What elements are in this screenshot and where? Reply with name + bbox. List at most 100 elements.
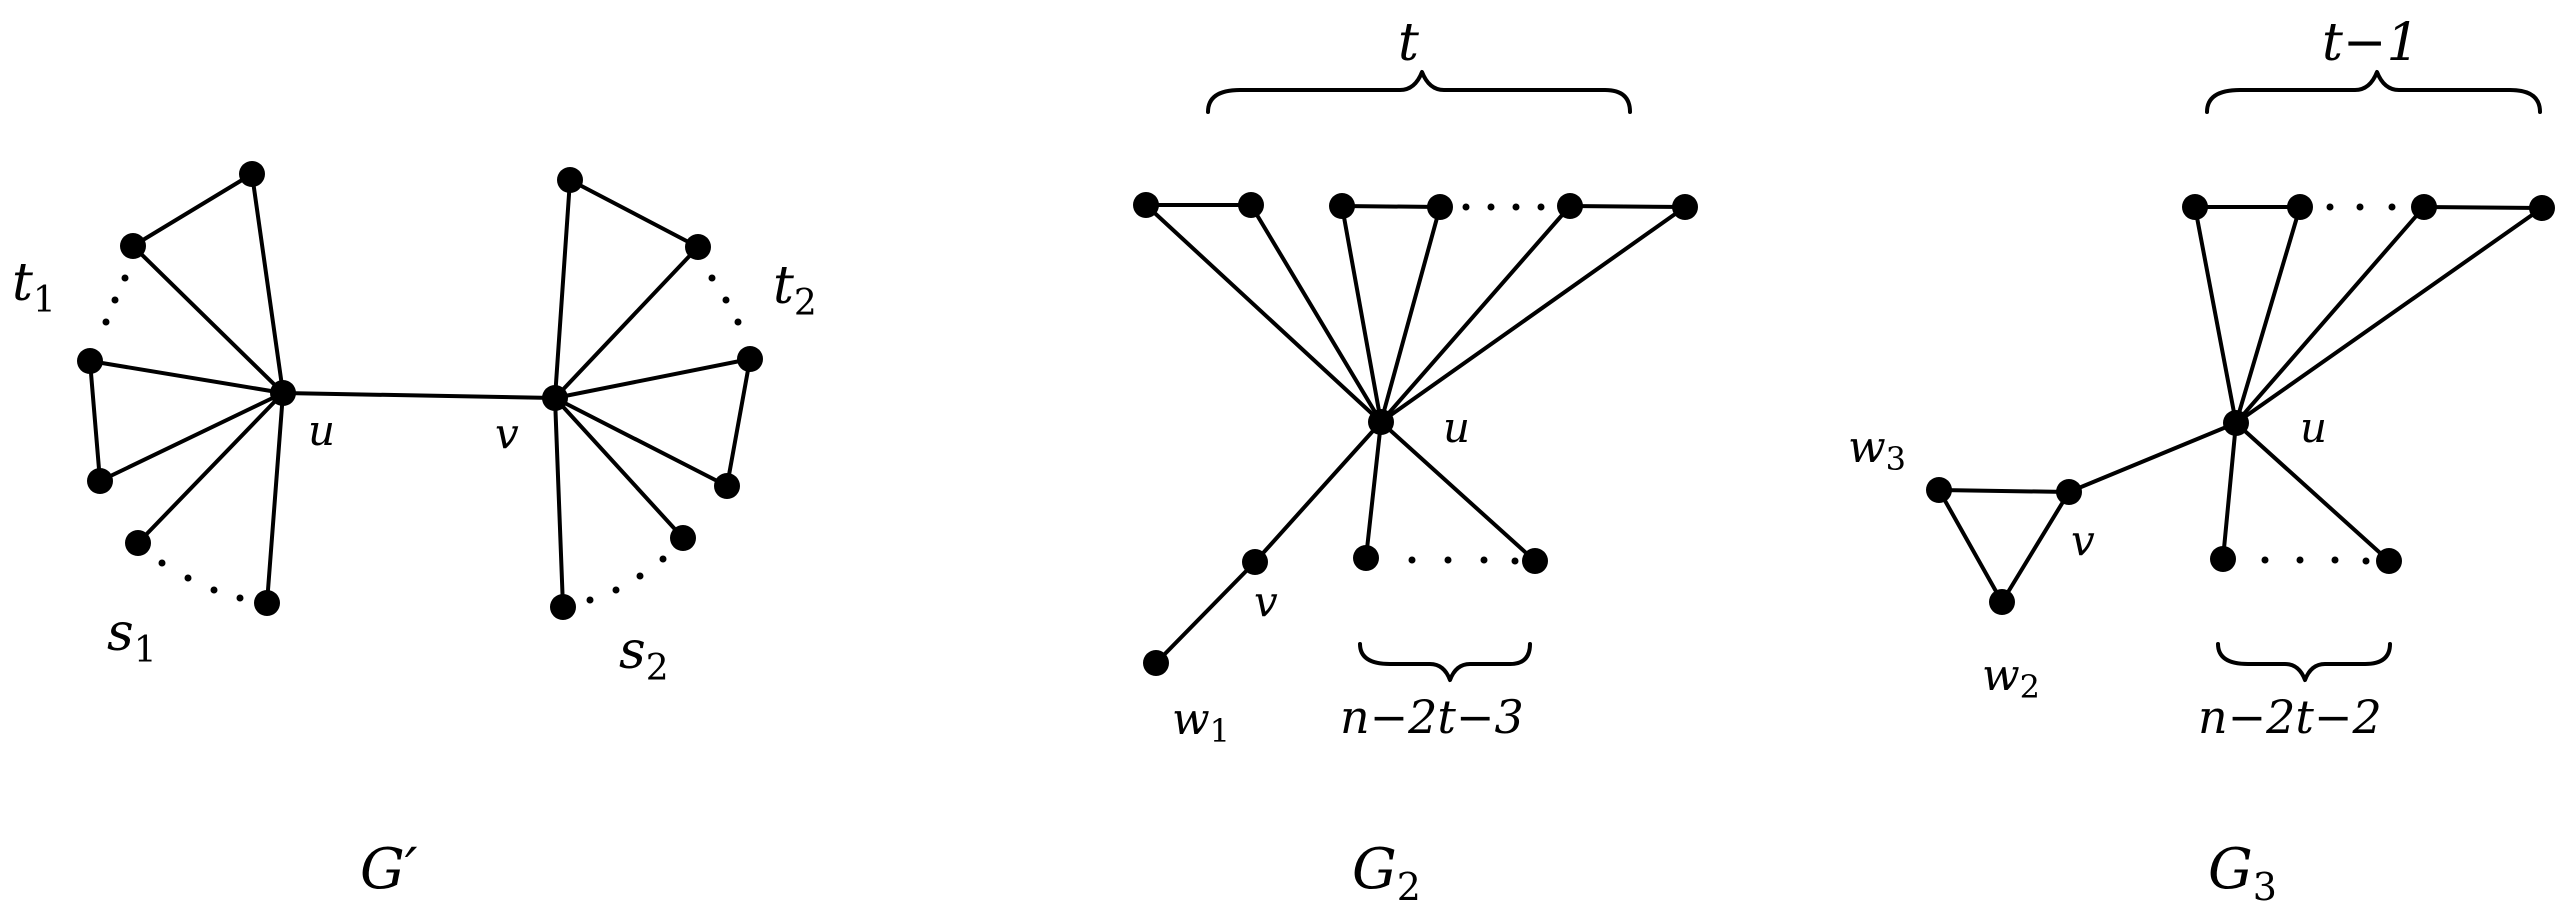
ellipsis-dot: [2356, 203, 2364, 211]
labels: u v w3 w2: [1848, 403, 2327, 706]
bottom-brace: [1358, 642, 1532, 682]
node: [1672, 194, 1698, 220]
edge-w2-v: [2000, 490, 2071, 604]
ellipsis-dot: [2331, 556, 2339, 564]
node-w3: [1926, 477, 1952, 503]
edge: [1340, 204, 1442, 209]
node: [670, 525, 696, 551]
ellipsis-dot: [210, 586, 218, 594]
node: [2529, 195, 2555, 221]
node: [2182, 194, 2208, 220]
node-v: [2056, 479, 2082, 505]
label-v: v: [495, 409, 519, 458]
edge: [553, 396, 729, 488]
node-u: [2223, 410, 2249, 436]
node: [714, 473, 740, 499]
edge: [2234, 206, 2544, 425]
nodes: [1133, 192, 1698, 676]
edge: [553, 396, 685, 540]
edge: [250, 172, 285, 395]
edge: [1379, 204, 1572, 424]
ellipsis-dot: [1444, 556, 1452, 564]
edge: [1249, 203, 1383, 424]
edge: [2234, 205, 2426, 425]
edge: [98, 391, 285, 483]
edge: [265, 391, 285, 605]
graph-g3: t−1: [1848, 13, 2555, 909]
node: [239, 161, 265, 187]
graph-g2: t: [1133, 13, 1698, 909]
label-w2: w2: [1982, 650, 2040, 706]
ellipsis-dot: [636, 572, 644, 580]
labels: u v w1: [1172, 403, 1470, 750]
edge: [2234, 421, 2391, 563]
ellipsis-dot: [734, 318, 742, 326]
edge: [131, 172, 254, 248]
caption-g2: G2: [1352, 837, 1421, 909]
ellipsis-dot: [708, 274, 716, 282]
edge-u-v: [2067, 421, 2238, 494]
top-brace-label: t−1: [2322, 13, 2420, 73]
label-v: v: [1254, 577, 1278, 626]
node-u: [1368, 409, 1394, 435]
ellipsis-dot: [111, 296, 119, 304]
ellipsis-dot: [158, 559, 166, 567]
ellipsis-dot: [722, 296, 730, 304]
ellipsis-dot: [184, 574, 192, 582]
edge: [553, 178, 572, 400]
edge: [1379, 420, 1537, 563]
edge: [1379, 205, 1687, 424]
edge: [2193, 205, 2238, 425]
label-u: u: [1443, 403, 1470, 452]
edges: [1144, 203, 1687, 665]
edge: [568, 178, 700, 249]
edge: [2234, 205, 2302, 425]
nodes: [1926, 194, 2555, 615]
ellipsis-dot: [1487, 203, 1495, 211]
ellipsis-dot: [659, 555, 667, 563]
bottom-brace-label: n−2t−2: [2198, 690, 2382, 744]
node-u: [270, 380, 296, 406]
top-brace-label: t: [1398, 13, 1419, 73]
node: [550, 594, 576, 620]
nodes: [77, 161, 763, 620]
node-v: [542, 385, 568, 411]
node: [2210, 546, 2236, 572]
node: [685, 234, 711, 260]
ellipsis-dot: [1480, 556, 1488, 564]
node: [2287, 194, 2313, 220]
node: [87, 468, 113, 494]
edge: [1379, 205, 1442, 424]
ellipsis-dot: [236, 594, 244, 602]
node: [1238, 192, 1264, 218]
ellipsis-dot: [1537, 203, 1545, 211]
edge: [2422, 205, 2544, 210]
node: [1557, 193, 1583, 219]
edge-u-v: [1253, 420, 1383, 564]
dots: [2261, 203, 2396, 565]
node: [254, 590, 280, 616]
edge: [553, 357, 752, 400]
node: [2411, 194, 2437, 220]
node: [120, 233, 146, 259]
node: [1353, 545, 1379, 571]
ellipsis-dot: [1511, 557, 1519, 565]
ellipsis-dot: [2326, 203, 2334, 211]
label-s2: s2: [619, 621, 669, 689]
edge: [553, 245, 700, 400]
graph-g-prime: u v t1 t2 s1 s2 G′: [12, 161, 817, 902]
node: [2376, 548, 2402, 574]
edge: [1364, 420, 1383, 560]
ellipsis-dot: [1512, 203, 1520, 211]
ellipsis-dot: [2362, 557, 2370, 565]
edge: [136, 391, 285, 545]
node: [1329, 193, 1355, 219]
edges: [1937, 205, 2544, 604]
node-w2: [1989, 589, 2015, 615]
edge-u-v: [281, 391, 557, 400]
edge-v-w3: [1937, 488, 2071, 494]
label-t1: t1: [12, 253, 56, 321]
edge: [1340, 204, 1383, 424]
top-brace: [1206, 70, 1632, 114]
